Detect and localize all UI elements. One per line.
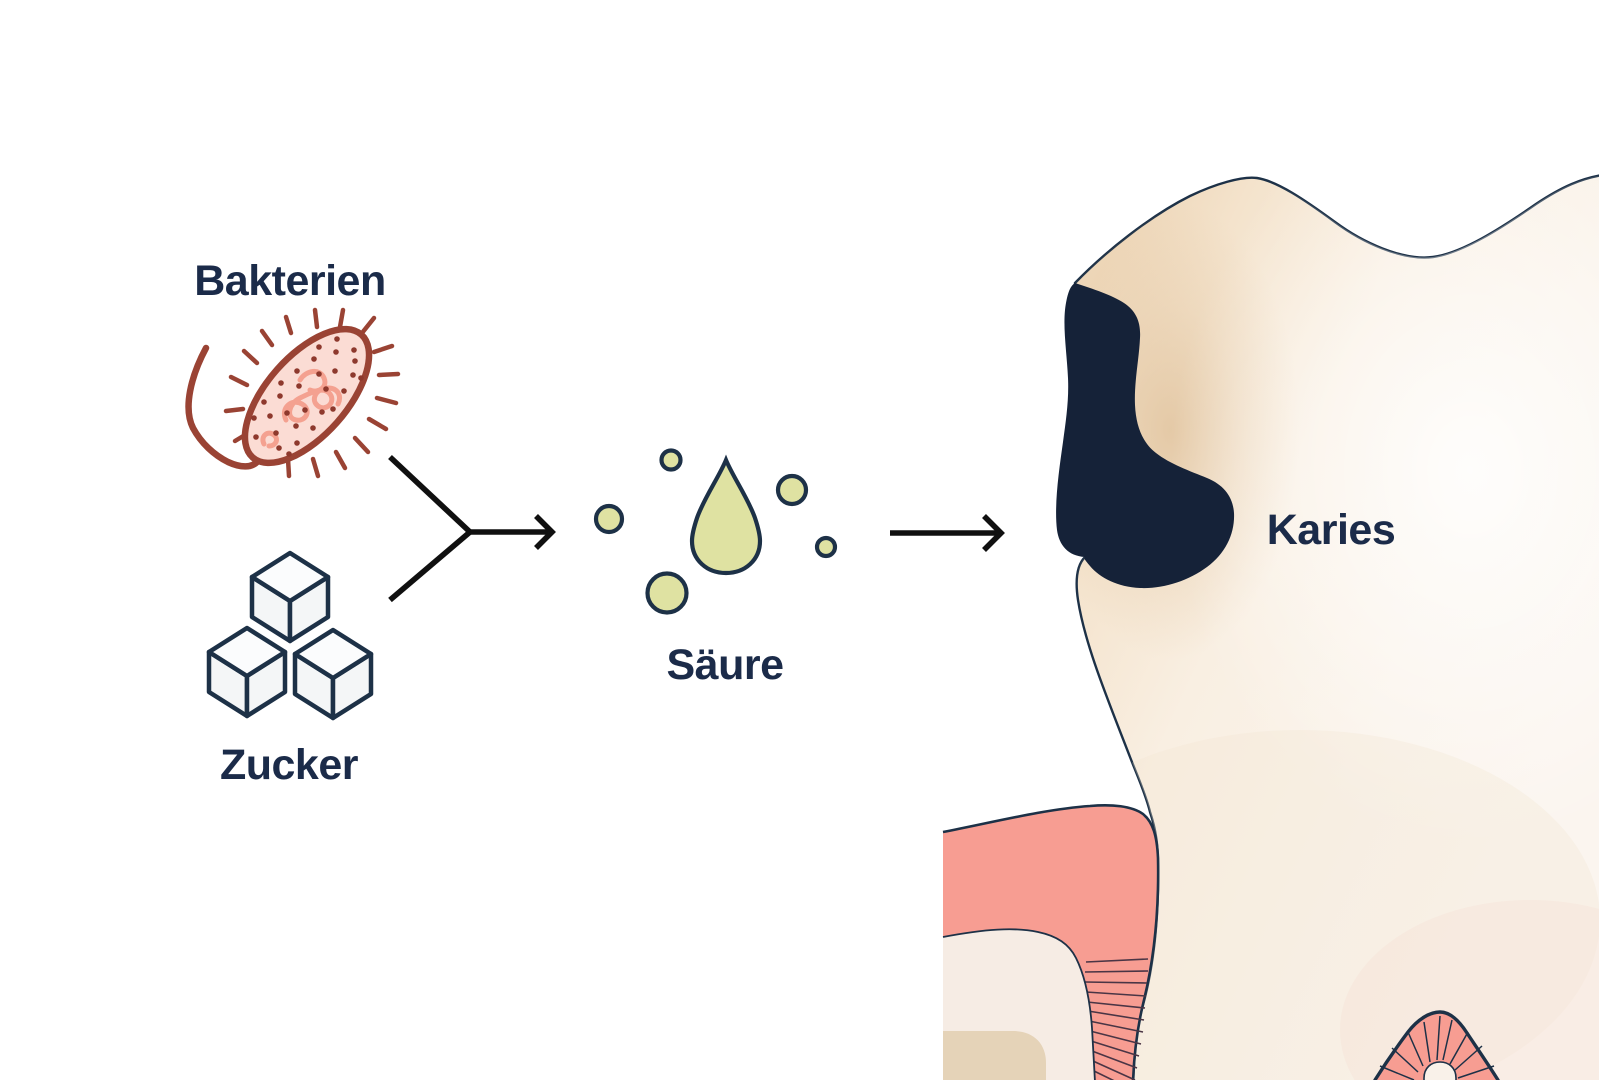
- sugar-cube: [249, 550, 331, 644]
- label-zucker: Zucker: [219, 741, 359, 789]
- arrowhead: [534, 514, 556, 550]
- acid-droplet: [689, 454, 763, 576]
- root-furcation-tissue: [1373, 1010, 1500, 1080]
- root-canal-arch: [1423, 1061, 1457, 1080]
- tooth-with-cavity-illustration: [942, 172, 1599, 1080]
- ligament-fan-lines: [1379, 1015, 1495, 1080]
- acid-droplets-icon: [593, 448, 838, 615]
- label-bakterien: Bakterien: [194, 257, 386, 305]
- jawbone-block: [943, 1031, 1046, 1080]
- acid-bubble: [645, 571, 689, 615]
- acid-bubble: [814, 535, 838, 559]
- cavity-blob: [1056, 283, 1235, 589]
- label-karies: Karies: [1266, 506, 1396, 554]
- bacterium-icon: [185, 307, 401, 479]
- acid-bubble: [659, 448, 683, 472]
- sugar-cubes-icon: [206, 550, 374, 721]
- acid-bubble: [593, 503, 625, 535]
- periodontal-ligament-hatching: [1084, 958, 1149, 1080]
- sugar-cube: [292, 627, 374, 721]
- bacterium-dots: [251, 336, 364, 457]
- straight-arrow: [890, 514, 1005, 552]
- label-saeure: Säure: [666, 641, 784, 689]
- sugar-cube: [206, 625, 288, 719]
- arrowhead: [982, 514, 1005, 552]
- acid-bubble: [775, 473, 809, 507]
- merge-arrow: [388, 454, 556, 603]
- inner-gum-outline: [942, 928, 1096, 1080]
- gum-outline: [942, 803, 1160, 1080]
